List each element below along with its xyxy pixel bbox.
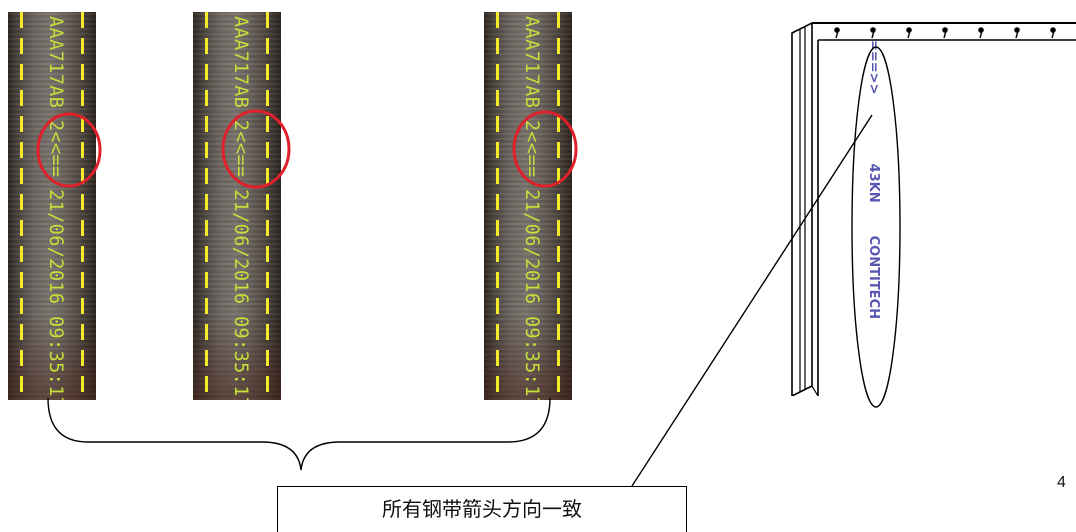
dashed-edge-line: [266, 12, 269, 400]
belt-strip-1: AAA717AB 2<<== 21/06/2016 09:35:17: [8, 12, 96, 400]
box-corner-edge: [811, 385, 819, 396]
caption-box: 所有钢带箭头方向一致: [277, 486, 687, 532]
belt-strip-2: AAA717AB 2<<== 21/06/2016 09:35:17: [193, 12, 281, 400]
connector-line: [631, 114, 873, 487]
highlight-circle-1: [36, 112, 102, 188]
belt-strip-3: AAA717AB 2<<== 21/06/2016 09:35:17: [484, 12, 572, 400]
box-drawing: [791, 22, 1076, 396]
dashed-edge-line: [557, 12, 560, 400]
dashed-edge-line: [81, 12, 84, 400]
box-rivet-ticks: [835, 30, 1055, 39]
highlight-circle-3: [512, 110, 578, 188]
dashed-edge-line: [20, 12, 23, 400]
grouping-brace: [47, 397, 551, 471]
highlight-circle-2: [221, 109, 291, 189]
dashed-edge-line: [205, 12, 208, 400]
page-number: 4: [1057, 474, 1066, 491]
label-highlight-ellipse: [851, 46, 901, 408]
dashed-edge-line: [496, 12, 499, 400]
